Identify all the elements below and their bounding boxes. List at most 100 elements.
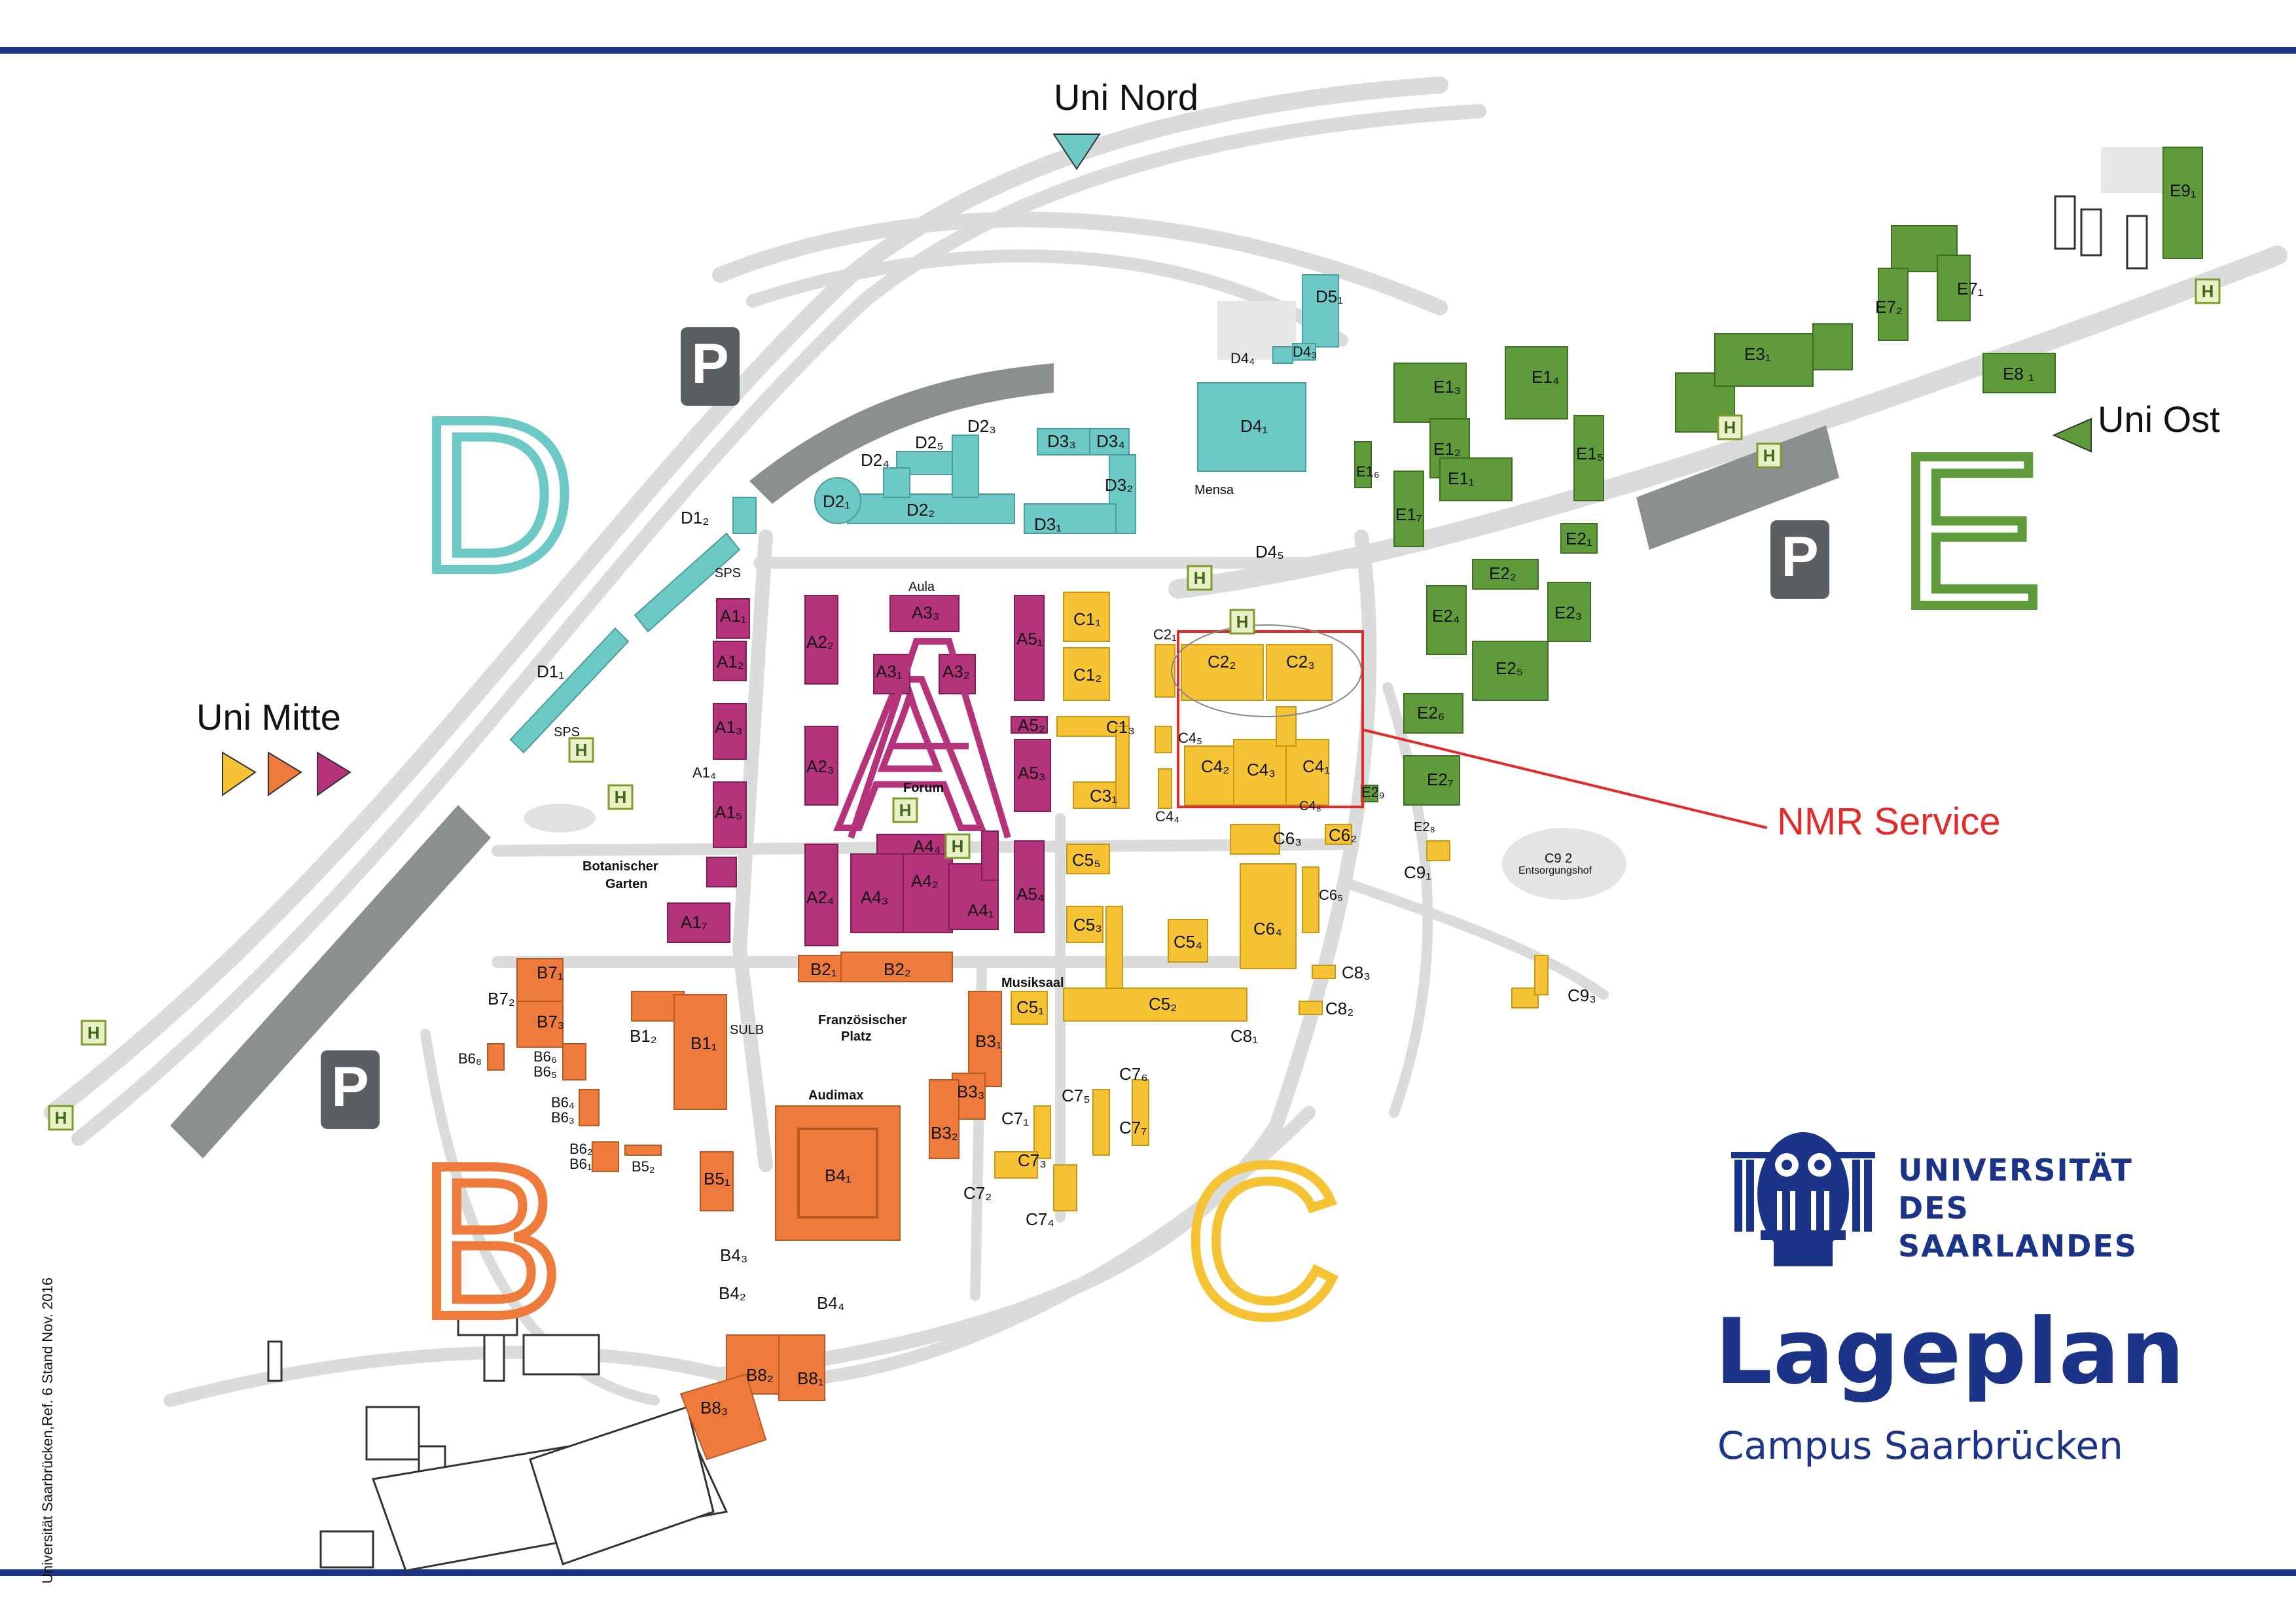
label-c9-1: C9₁ (1404, 863, 1431, 882)
label-c5-2: C5₂ (1149, 994, 1177, 1014)
label-a1-5: A1₅ (715, 802, 742, 822)
label-e7-2: E7₂ (1875, 297, 1903, 317)
label-b3-3: B3₃ (957, 1082, 984, 1101)
bldg-b8-1 (778, 1334, 825, 1401)
outline-bldg-10 (2054, 195, 2076, 250)
svg-text:H: H (615, 787, 627, 807)
label-a1-3: A1₃ (715, 717, 742, 737)
zone-letter-c: C (1185, 1120, 1340, 1361)
label-c7-4: C7₄ (1026, 1209, 1054, 1229)
university-name-line-2: DES (1898, 1190, 1969, 1226)
bldg-a5-3 (1014, 739, 1051, 812)
bldg-c4-1 (1285, 739, 1329, 806)
west-parking-lot (170, 805, 491, 1158)
label-c6-4: C6₄ (1253, 919, 1282, 938)
ring-road-east (713, 529, 1377, 1382)
place-labels: Aula Forum Mensa SPS SPS Botanischer Gar… (554, 483, 1592, 1103)
north-parking-deck (749, 363, 1054, 504)
label-e2-1: E2₁ (1566, 529, 1592, 548)
label-b8-2: B8₂ (746, 1365, 774, 1385)
parking-letter-east: P (1781, 526, 1818, 588)
label-c8-1: C8₁ (1230, 1026, 1258, 1046)
ring-road-west (732, 529, 773, 1172)
bldg-b6-6 (562, 1043, 586, 1080)
bldg-c6-4 (1240, 863, 1297, 969)
label-a2-2: A2₂ (806, 632, 834, 652)
label-c1-1: C1₁ (1073, 609, 1101, 629)
bldg-c9-1 (1426, 840, 1450, 861)
bldg-c7-1 (1033, 1105, 1051, 1159)
parking-letter-north: P (691, 332, 728, 395)
label-c4-3: C4₃ (1247, 760, 1276, 779)
bldg-a2-2 (804, 595, 838, 685)
bldg-b5-2 (624, 1145, 662, 1156)
bldg-b8-3 (679, 1373, 767, 1461)
label-d4-1: D4₁ (1240, 416, 1268, 436)
svg-text:H: H (55, 1108, 67, 1128)
label-c5-5: C5₅ (1072, 850, 1101, 870)
label-c1-3: C1₃ (1106, 717, 1135, 737)
label-c7-5: C7₅ (1062, 1086, 1090, 1105)
parking-sign-north (681, 327, 740, 406)
label-b4-4: B4₄ (817, 1293, 844, 1313)
bldg-e2-7 (1403, 755, 1460, 806)
label-e2-8: E2₈ (1414, 820, 1435, 834)
label-b3-1: B3₁ (975, 1031, 1002, 1051)
zone-c-buildings (994, 592, 1549, 1211)
bldg-c7-5 (1092, 1089, 1110, 1156)
label-b6-8: B6₈ (458, 1050, 482, 1067)
uni-mitte-triangle-magenta-icon (317, 751, 351, 796)
outline-bldg-11 (2080, 208, 2102, 257)
bldg-c5-2 (1063, 988, 1247, 1022)
bldg-a2-4 (804, 844, 838, 946)
svg-text:H: H (1236, 612, 1249, 632)
bldg-c3-1 (1073, 781, 1123, 809)
uni-nord-triangle-icon (1052, 134, 1101, 170)
label-a2-4: A2₄ (806, 887, 834, 907)
map-subtitle: Campus Saarbrücken (1717, 1423, 2123, 1468)
zone-a-outline (848, 638, 1011, 839)
label-c4-8: C4₈ (1299, 799, 1321, 813)
label-c7-7: C7₇ (1119, 1118, 1147, 1137)
label-d2-2: D2₂ (906, 500, 935, 520)
bldg-b2-2 (840, 952, 953, 982)
bus-stop-icon: H (568, 737, 594, 763)
bus-stop-icon: H (1717, 414, 1743, 440)
bldg-e3-2 (1714, 333, 1814, 387)
bldg-d2-3 (952, 435, 979, 498)
label-a1-4: A1₄ (692, 764, 716, 781)
bldg-c5-5 (1066, 844, 1110, 874)
outline-buildings (267, 195, 2148, 1572)
label-e2-6: E2₆ (1417, 703, 1444, 722)
bldg-a1-5 (713, 781, 747, 848)
bldg-c4-2 (1184, 745, 1241, 806)
label-sps-1: SPS (715, 566, 741, 580)
label-b6-2: B6₂ (569, 1141, 592, 1157)
uni-mitte-triangle-orange-icon (268, 751, 302, 796)
label-d2-3: D2₃ (967, 416, 996, 436)
label-d4-4: D4₄ (1230, 350, 1255, 366)
label-e1-1: E1₁ (1448, 469, 1475, 488)
zone-letter-e: E (1898, 410, 2042, 651)
label-c2-3: C2₃ (1286, 652, 1315, 671)
bldg-c2-3 (1266, 644, 1333, 701)
nmr-pointer-line (1362, 728, 1768, 829)
label-c4-1: C4₁ (1302, 757, 1330, 776)
label-d3-4: D3₄ (1096, 431, 1125, 451)
label-c4-2: C4₂ (1201, 757, 1229, 776)
label-e2-7: E2₇ (1427, 770, 1454, 789)
bldg-e1-7 (1393, 471, 1424, 547)
bldg-e2-3 (1547, 582, 1591, 642)
bldg-c8-3 (1312, 965, 1336, 979)
outline-bldg-8 (319, 1530, 374, 1569)
bldg-e2-4 (1426, 585, 1467, 655)
label-e2-4: E2₄ (1432, 606, 1460, 626)
label-a3-2: A3₂ (942, 662, 970, 681)
parking-sign-west (321, 1050, 380, 1129)
east-lane (1343, 878, 1609, 1000)
bus-stop-icon: H (1756, 442, 1782, 469)
entrance-markers: Uni Nord Uni Ost Uni Mitte NMR Service (196, 77, 2220, 843)
entsorgungshof-area (1502, 828, 1626, 900)
label-b5-2: B5₂ (632, 1158, 655, 1175)
